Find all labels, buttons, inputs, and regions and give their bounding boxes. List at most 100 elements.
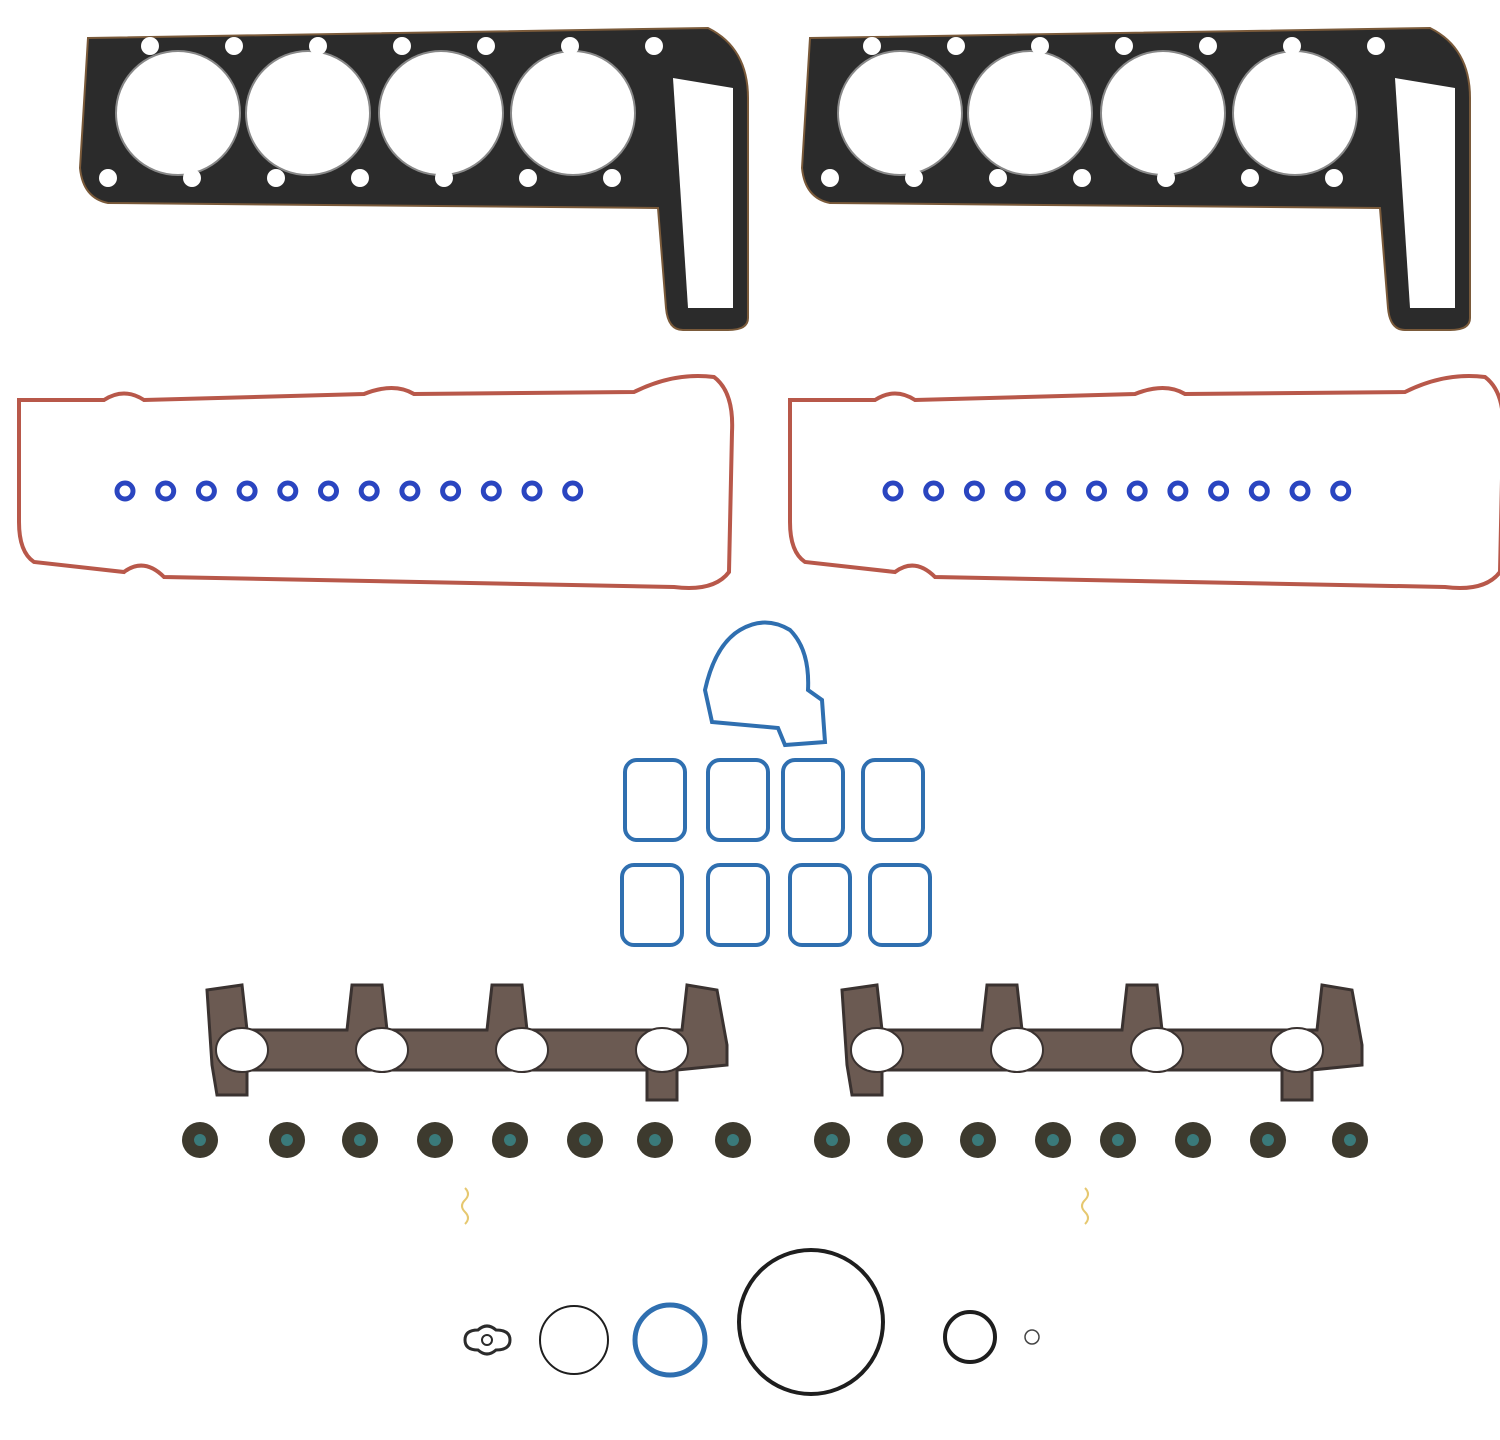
exhaust-port <box>990 1027 1044 1073</box>
bolt-hole <box>1115 37 1133 55</box>
exhaust-manifold-gasket <box>205 983 729 1102</box>
small-spring <box>1081 1187 1089 1225</box>
injector-oring <box>1167 480 1189 502</box>
injector-oring <box>1004 480 1026 502</box>
injector-oring <box>521 480 543 502</box>
exhaust-port <box>495 1027 549 1073</box>
bolt-hole <box>702 252 714 264</box>
cylinder-bore <box>510 50 636 176</box>
valve-stem-seal-center <box>649 1134 661 1146</box>
bolt-hole <box>645 37 663 55</box>
cylinder-bore <box>967 50 1093 176</box>
valve-stem-seal-center <box>826 1134 838 1146</box>
bolt-hole <box>989 169 1007 187</box>
exhaust-port <box>215 1027 269 1073</box>
valve-stem-seal-center <box>194 1134 206 1146</box>
valve-stem-seal-center <box>1047 1134 1059 1146</box>
injector-oring <box>318 480 339 502</box>
injector-oring <box>882 480 904 502</box>
bolt-hole <box>1414 212 1426 224</box>
valve-cover-gasket <box>788 374 1500 590</box>
valve-stem-seal-center <box>727 1134 739 1146</box>
cylinder-bore <box>378 50 504 176</box>
injector-oring <box>236 480 258 502</box>
exhaust-port <box>850 1027 904 1073</box>
head-gasket-window <box>673 78 733 308</box>
bolt-hole <box>603 169 621 187</box>
bolt-hole <box>519 169 537 187</box>
blue-oring <box>632 1302 708 1378</box>
exhaust-port <box>355 1027 409 1073</box>
injector-oring <box>155 480 177 502</box>
bolt-hole <box>99 169 117 187</box>
large-oring <box>737 1248 885 1396</box>
bolt-hole <box>183 169 201 187</box>
injector-oring <box>1330 480 1352 502</box>
exhaust-port <box>635 1027 689 1073</box>
bolt-hole <box>351 169 369 187</box>
bolt-hole <box>141 37 159 55</box>
bolt-hole <box>267 169 285 187</box>
valve-stem-seal-center <box>354 1134 366 1146</box>
bolt-hole <box>1283 37 1301 55</box>
injector-oring <box>399 480 421 502</box>
bolt-hole <box>1199 37 1217 55</box>
oring <box>481 1334 493 1346</box>
intake-port-gasket <box>781 758 845 842</box>
valve-stem-seal-center <box>579 1134 591 1146</box>
injector-oring <box>923 480 945 502</box>
exhaust-manifold-gasket <box>840 983 1364 1102</box>
valve-stem-seal-center <box>1112 1134 1124 1146</box>
intake-port-gasket <box>788 863 852 947</box>
cylinder-bore <box>1100 50 1226 176</box>
cylinder-bore <box>1232 50 1358 176</box>
injector-oring <box>195 480 217 502</box>
intake-port-gasket <box>623 758 687 842</box>
injector-oring <box>963 480 985 502</box>
intake-port-gasket <box>868 863 932 947</box>
intake-port-gasket <box>620 863 684 947</box>
valve-stem-seal-center <box>972 1134 984 1146</box>
bolt-hole <box>692 212 704 224</box>
valve-stem-seal-center <box>1187 1134 1199 1146</box>
bolt-hole <box>1031 37 1049 55</box>
cylinder-bore <box>245 50 371 176</box>
valve-stem-seal-center <box>504 1134 516 1146</box>
bolt-hole <box>1325 169 1343 187</box>
cylinder-head-gasket <box>78 26 749 331</box>
bolt-hole <box>225 37 243 55</box>
exhaust-port <box>1130 1027 1184 1073</box>
bolt-hole <box>435 169 453 187</box>
throttle-body-gasket <box>702 620 828 748</box>
bolt-hole <box>863 37 881 55</box>
small-plate-gasket <box>463 1324 512 1356</box>
bolt-hole <box>561 37 579 55</box>
valve-stem-seal-center <box>1344 1134 1356 1146</box>
bolt-hole <box>905 169 923 187</box>
oring <box>539 1305 609 1375</box>
valve-stem-seal-center <box>899 1134 911 1146</box>
intake-port-gasket <box>706 758 770 842</box>
injector-oring <box>1208 480 1230 502</box>
injector-oring <box>277 480 299 502</box>
oring <box>943 1310 997 1364</box>
injector-oring <box>1086 480 1107 502</box>
small-oring <box>1024 1329 1040 1345</box>
injector-oring <box>1248 480 1270 502</box>
bolt-hole <box>694 282 706 294</box>
bolt-hole <box>1367 37 1385 55</box>
injector-oring <box>358 480 380 502</box>
intake-port-gasket <box>706 863 770 947</box>
cylinder-bore <box>115 50 241 176</box>
valve-stem-seal-center <box>1262 1134 1274 1146</box>
valve-stem-seal-center <box>429 1134 441 1146</box>
small-spring <box>461 1187 469 1225</box>
bolt-hole <box>821 169 839 187</box>
bolt-hole <box>309 37 327 55</box>
exhaust-port <box>1270 1027 1324 1073</box>
injector-oring <box>1126 480 1148 502</box>
bolt-hole <box>393 37 411 55</box>
injector-oring <box>114 480 136 502</box>
injector-oring <box>1289 480 1311 502</box>
